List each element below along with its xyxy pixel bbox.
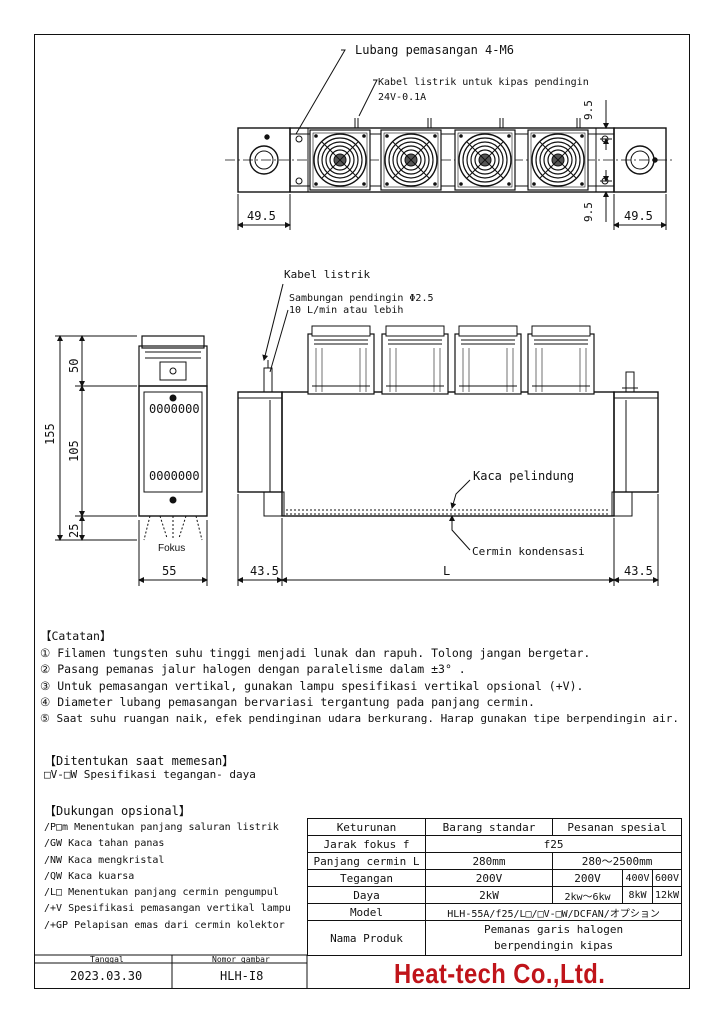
focal-label: Jarak fokus f [307,835,426,853]
side-dim-width: 55 [162,564,177,578]
flow-label: 10 L/min atau lebih [289,305,404,316]
notes-heading: 【Catatan】 [40,629,112,643]
power-std: 2kW [425,886,553,904]
side-dim-middle: 105 [67,440,81,462]
product-name-line: berpendingin kipas [493,939,614,952]
front-view [237,283,659,586]
voltage-std: 200V [425,869,553,887]
drawing-no-value: HLH-I8 [220,969,264,983]
mounting-hole-label: Lubang pemasangan 4-M6 [355,43,514,57]
front-dim-left: 43.5 [250,564,279,578]
product-name-value: Pemanas garis halogen berpendingin kipas [424,920,683,956]
option-item: /GW Kaca tahan panas [44,838,165,850]
front-dim-right: 43.5 [624,564,653,578]
power-cable-label: Kabel listrik [284,268,371,281]
drawing-frame [34,34,690,989]
top-dim-left: 49.5 [247,209,276,223]
product-name-label: Nama Produk [307,920,426,956]
mirror-length-label: Panjang cermin L [307,852,426,870]
mirror-label: Cermin kondensasi [472,545,585,558]
model-value: HLH-55A/f25/L□/□V-□W/DCFAN/オプション [424,903,683,921]
side-view [55,335,208,586]
cooling-connection-label: Sambungan pendingin Φ2.5 [289,293,434,304]
product-name-line: Pemanas garis halogen [484,923,624,936]
voltage-label: Tegangan [307,869,426,887]
power-label: Daya [307,886,426,904]
top-view [225,127,675,193]
drawing-no-label: Nomor gambar [212,955,270,964]
protective-glass-label: Kaca pelindung [473,469,575,483]
note-item: ④ Diameter lubang pemasangan bervariasi … [40,695,535,709]
top-dim-offset-bottom: 9.5 [582,202,595,222]
front-dim-length: L [443,564,451,578]
table-header-cell: Barang standar [425,818,553,836]
focus-label: Fokus [158,543,186,554]
option-item: /L□ Menentukan panjang cermin pengumpul [44,887,279,899]
side-dim-bottom: 25 [67,523,81,538]
table-header-cell: Keturunan [307,818,426,836]
voltage-special: 200V [552,869,623,887]
order-spec-line: □V-□W Spesifikasi tegangan- daya [44,768,256,781]
focal-value: f25 [424,835,683,853]
options-list: /P□m Menentukan panjang saluran listrik … [44,820,291,934]
voltage-special: 400V [622,869,653,887]
power-special: 12kW [651,886,683,904]
note-item: ① Filamen tungsten suhu tinggi menjadi l… [40,645,591,660]
voltage-special: 600V [651,869,683,887]
option-item: /P□m Menentukan panjang saluran listrik [44,822,279,833]
spec-table: Keturunan Barang standar Pesanan spesial… [307,818,683,956]
table-header-cell: Pesanan spesial [551,818,683,836]
top-dim-offset-top: 9.5 [582,100,595,120]
mirror-length-std: 280mm [425,852,553,870]
company-logo: Heat-tech Co.,Ltd. [394,958,606,989]
top-dim-right: 49.5 [624,209,653,223]
option-item: /QW Kaca kuarsa [44,870,135,882]
cell-code-top: 0000000 [149,402,200,416]
power-special: 2kw～6kw [552,886,623,904]
side-dim-total: 155 [43,423,57,445]
side-dim-top: 50 [67,358,81,373]
cell-code-bottom: 0000000 [149,469,200,483]
notes-section: 【Catatan】 ① Filamen tungsten suhu tinggi… [40,628,680,727]
options-heading: 【Dukungan opsional】 [44,804,191,818]
fan-cable-voltage: 24V-0.1A [378,92,427,103]
note-item: ② Pasang pemanas jalur halogen dengan pa… [40,662,466,676]
option-item: /NW Kaca mengkristal [44,854,165,866]
date-value: 2023.03.30 [70,969,143,983]
power-special: 8kW [622,886,653,904]
fan-cable-label: Kabel listrik untuk kipas pendingin [378,77,589,88]
title-block-lines [34,954,308,989]
option-item: /+V Spesifikasi pemasangan vertikal lamp… [44,903,291,915]
mirror-length-special: 280～2500mm [551,852,683,870]
option-item: /+GP Pelapisan emas dari cermin kolektor [44,919,285,931]
note-item: ③ Untuk pemasangan vertikal, gunakan lam… [40,678,584,693]
model-label: Model [307,903,426,921]
order-spec-heading: 【Ditentukan saat memesan】 [44,754,235,768]
note-item: ⑤ Saat suhu ruangan naik, efek pendingin… [40,711,680,725]
date-label: Tanggal [90,955,124,964]
